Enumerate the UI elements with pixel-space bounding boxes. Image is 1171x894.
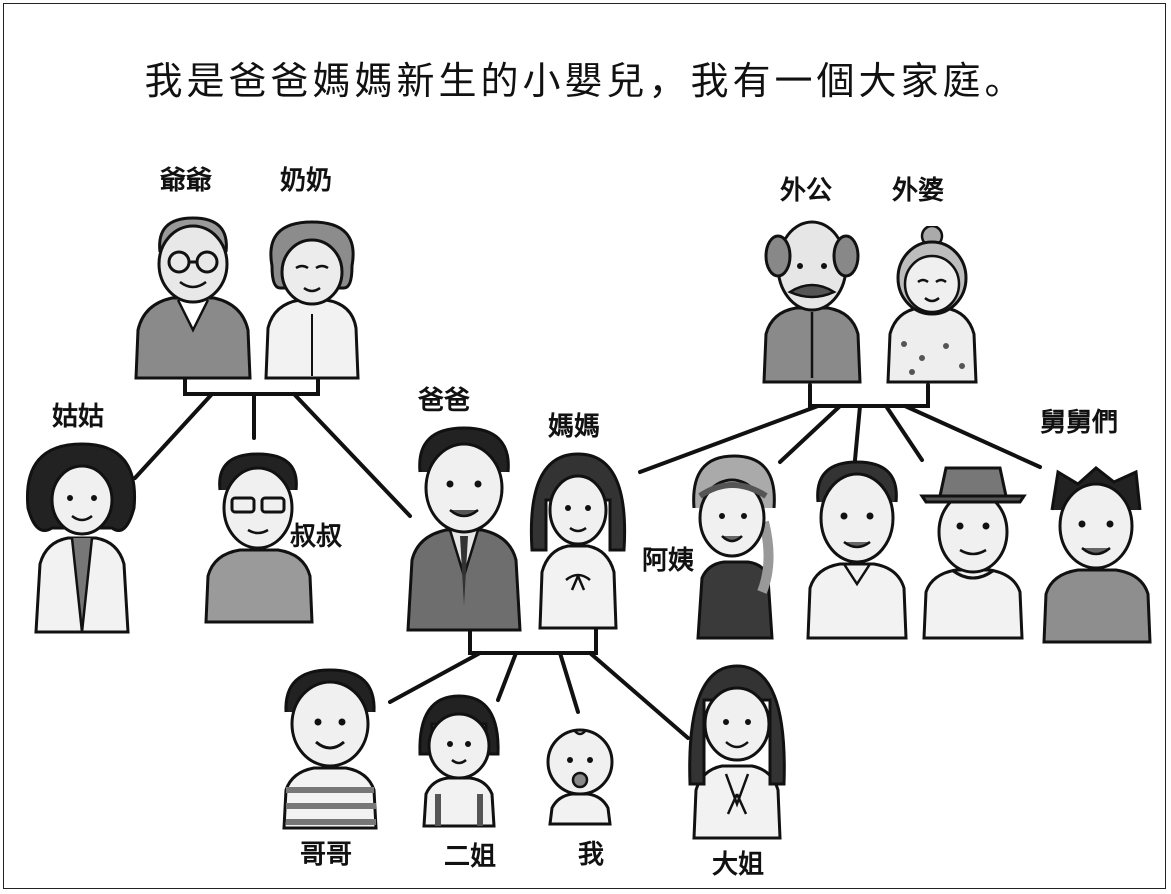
grandma-figure xyxy=(264,220,360,380)
uncle-maternal-3-figure xyxy=(1042,466,1152,644)
aunt-maternal-figure xyxy=(692,454,776,640)
eldest-sister-figure xyxy=(688,664,786,840)
label-eldest-sister: 大姐 xyxy=(712,850,765,880)
label-grandpa: 爺爺 xyxy=(160,166,213,196)
label-uncle-paternal: 叔叔 xyxy=(290,522,343,552)
uncle-paternal-figure xyxy=(204,452,314,624)
label-older-brother: 哥哥 xyxy=(300,840,353,870)
page-title: 我是爸爸媽媽新生的小嬰兒，我有一個大家庭。 xyxy=(144,59,1027,103)
label-dad: 爸爸 xyxy=(418,386,471,416)
uncle-maternal-2-figure xyxy=(919,466,1027,640)
maternal-grandpa-figure xyxy=(762,220,862,384)
baby-me-figure xyxy=(546,728,614,826)
label-aunt-paternal: 姑姑 xyxy=(52,402,105,432)
label-me: 我 xyxy=(578,840,605,870)
label-mom: 媽媽 xyxy=(548,412,601,442)
picture-frame xyxy=(3,3,1166,889)
older-brother-figure xyxy=(282,668,378,830)
label-uncles-maternal: 舅舅們 xyxy=(1040,408,1119,438)
label-maternal-grandpa: 外公 xyxy=(780,176,833,206)
grandpa-figure xyxy=(134,216,252,380)
label-maternal-grandma: 外婆 xyxy=(892,176,945,206)
aunt-paternal-figure xyxy=(25,442,137,634)
mom-figure xyxy=(529,452,627,630)
dad-figure xyxy=(406,426,522,632)
label-second-sister: 二姐 xyxy=(444,842,497,872)
maternal-grandma-figure xyxy=(886,226,978,384)
label-grandma: 奶奶 xyxy=(280,166,333,196)
uncle-maternal-1-figure xyxy=(806,460,908,640)
label-aunt-maternal: 阿姨 xyxy=(642,546,695,576)
second-sister-figure xyxy=(418,694,500,828)
